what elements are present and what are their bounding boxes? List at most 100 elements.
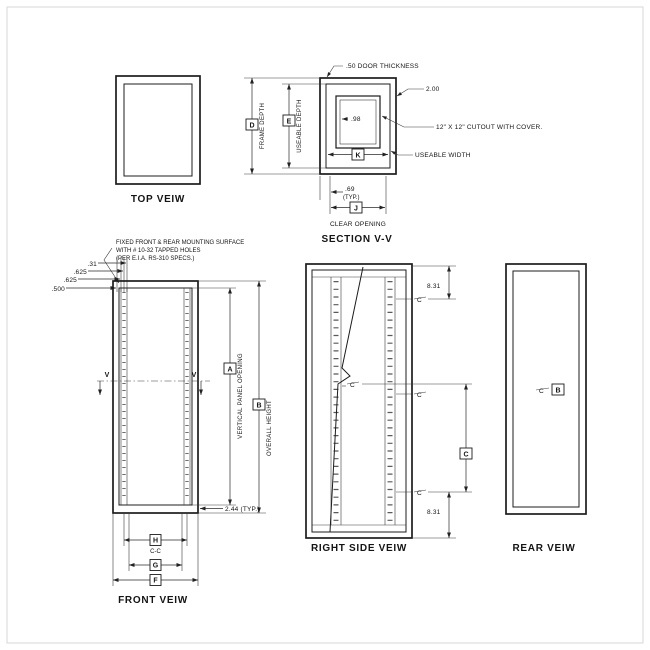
- dim-831-bottom-text: 8.31: [427, 509, 441, 516]
- c-letter: C: [463, 452, 468, 459]
- door-gap-dim: .69: [345, 186, 355, 193]
- centerline-middle-right: C: [396, 391, 427, 399]
- c-dimension: C: [362, 383, 473, 493]
- mounting-note-line2: WITH # 10-32 TAPPED HOLES: [116, 248, 200, 254]
- door-thickness-note: .50 DOOR THICKNESS: [326, 63, 419, 78]
- dim-831-bottom: 8.31: [412, 492, 456, 539]
- useable-depth-label: USEABLE DEPTH: [297, 99, 303, 153]
- centerline-middle-left: C: [342, 381, 360, 389]
- b-dimension: B OVERALL HEIGHT: [198, 280, 273, 514]
- dim-831-top-text: 8.31: [427, 283, 441, 290]
- rear-b-letter: B: [555, 388, 560, 395]
- a-letter-box: [223, 362, 237, 375]
- h-letter-box: [149, 534, 162, 546]
- section-view: .98 K D FRAME DEPTH E USEABLE DEPTH: [244, 63, 542, 245]
- side-outline: [305, 263, 413, 539]
- centerline-icon: C: [417, 490, 422, 497]
- break-line: [329, 266, 364, 533]
- g-letter-box: [149, 559, 162, 571]
- useable-width-note: USEABLE WIDTH: [390, 150, 471, 159]
- dim-625-a: .625: [74, 269, 88, 276]
- centerline-bottom: C: [396, 489, 427, 497]
- dim-500: .500: [52, 286, 66, 293]
- right-side-view-title: RIGHT SIDE VEIW: [311, 543, 407, 554]
- top-view: TOP VEIW: [115, 75, 201, 205]
- cutout-note: 12" X 12" CUTOUT WITH COVER.: [381, 115, 542, 131]
- clear-opening-label: CLEAR OPENING: [330, 221, 386, 228]
- side-inner-outline: [311, 269, 407, 533]
- top-view-inner-outline: [123, 83, 193, 177]
- mounting-note: FIXED FRONT & REAR MOUNTING SURFACE WITH…: [103, 240, 244, 284]
- d-letter-box: [245, 118, 259, 131]
- centerline-icon: C: [417, 392, 422, 399]
- dim-831-top: 8.31: [412, 265, 456, 300]
- section-cut-vv: V V: [97, 372, 210, 395]
- dim-244-text: 2.44 (TYP.): [225, 506, 260, 513]
- centerline-icon: C: [539, 388, 544, 395]
- hole-offset-dims: .31 .625 .625 .500: [52, 257, 128, 293]
- section-bottom-dims: .69 (TYP.) J CLEAR OPENING: [319, 176, 387, 228]
- e-letter: E: [287, 119, 292, 126]
- k-letter: K: [355, 153, 360, 160]
- cutout-note-text: 12" X 12" CUTOUT WITH COVER.: [436, 124, 542, 131]
- centerline-icon: C: [350, 382, 355, 389]
- dim-244: 2.44 (TYP.): [200, 506, 260, 513]
- rear-b-letter-box: [551, 383, 565, 396]
- centerline-top: C: [396, 296, 427, 304]
- top-view-outline: [115, 75, 201, 185]
- door-thickness-text: .50 DOOR THICKNESS: [346, 63, 419, 70]
- j-letter: J: [354, 206, 358, 213]
- front-view: FIXED FRONT & REAR MOUNTING SURFACE WITH…: [52, 240, 273, 606]
- section-frame: [319, 77, 397, 175]
- cc-label: C-C: [150, 549, 161, 555]
- frame-depth-label: FRAME DEPTH: [260, 103, 266, 149]
- rear-view: C B REAR VEIW: [505, 263, 587, 554]
- panel-opening-label: VERTICAL PANEL OPENING: [238, 353, 244, 439]
- wall-dimension: 2.00: [396, 86, 440, 97]
- d-letter: D: [249, 123, 254, 130]
- h-letter: H: [153, 538, 158, 545]
- section-v-right: V: [192, 372, 197, 379]
- typ-label: (TYP.): [343, 195, 360, 201]
- e-letter-box: [282, 114, 296, 127]
- e-dimension: E USEABLE DEPTH: [282, 83, 326, 169]
- page-border: [6, 6, 644, 644]
- f-letter: F: [153, 578, 158, 585]
- front-view-title: FRONT VEIW: [118, 595, 188, 606]
- dim-625-b: .625: [64, 277, 78, 284]
- b-letter: B: [256, 403, 261, 410]
- front-cabinet: [112, 280, 199, 514]
- b-letter-box: [252, 398, 266, 411]
- overall-height-label: OVERALL HEIGHT: [267, 400, 273, 456]
- wall-dim-text: 2.00: [426, 86, 440, 93]
- a-letter: A: [227, 367, 232, 374]
- centerline-icon: C: [417, 297, 422, 304]
- f-letter-box: [149, 574, 162, 586]
- top-view-title: TOP VEIW: [131, 194, 185, 205]
- j-letter-box: [349, 201, 363, 214]
- mounting-note-line3: (PER E.I.A. RS-310 SPECS.): [116, 256, 194, 262]
- mounting-note-line1: FIXED FRONT & REAR MOUNTING SURFACE: [116, 240, 244, 246]
- c-letter-box: [459, 447, 473, 460]
- rear-inner-outline: [512, 270, 580, 508]
- d-dimension: D FRAME DEPTH: [244, 77, 320, 175]
- section-v-left: V: [105, 372, 110, 379]
- section-cutout-cover: .98: [335, 95, 381, 149]
- useable-width-text: USEABLE WIDTH: [415, 152, 471, 159]
- section-view-title: SECTION V-V: [321, 234, 392, 245]
- rear-outline: [505, 263, 587, 515]
- front-bottom-dims: H C-C G F: [112, 513, 199, 586]
- side-body: [305, 263, 413, 539]
- g-letter: G: [153, 563, 159, 570]
- k-letter-box: [351, 148, 365, 161]
- rear-view-title: REAR VEIW: [513, 543, 576, 554]
- rear-center-mark: C B: [535, 383, 565, 396]
- right-side-view: C C C C 8.31 C: [305, 263, 473, 554]
- a-dimension: A VERTICAL PANEL OPENING: [192, 287, 244, 506]
- front-panel-opening: [118, 287, 193, 506]
- dim-31: .31: [87, 261, 97, 268]
- cover-offset-dim: .98: [351, 116, 361, 123]
- k-dimension: K: [328, 148, 388, 161]
